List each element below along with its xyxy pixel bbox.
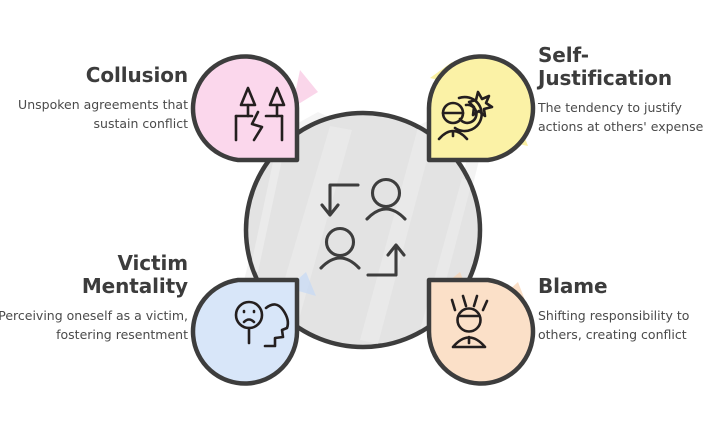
node-blame[interactable]	[426, 272, 536, 386]
node-victim-mentality[interactable]	[190, 272, 316, 386]
two-people-cycle-icon	[319, 177, 407, 277]
person-star-swirl-icon	[437, 90, 494, 141]
label-self-justification: Self- Justification The tendency to just…	[538, 43, 718, 136]
collusion-badge-shape	[190, 54, 300, 163]
angry-person-icon	[450, 294, 489, 349]
collusion-description: Unspoken agreements that sustain conflic…	[18, 97, 188, 131]
label-victim-mentality: Victim Mentality Perceiving oneself as a…	[0, 251, 188, 344]
sad-face-head-icon	[234, 300, 290, 348]
node-collusion[interactable]	[190, 54, 318, 163]
label-blame: Blame Shifting responsibility to others,…	[538, 274, 720, 344]
blame-title: Blame	[538, 274, 608, 298]
broken-trees-icon	[234, 86, 286, 142]
self-justification-title: Self- Justification	[538, 43, 673, 91]
node-self-justification[interactable]	[426, 54, 536, 163]
label-collusion: Collusion Unspoken agreements that susta…	[0, 63, 188, 133]
victim-mentality-title: Victim Mentality	[81, 251, 188, 299]
victim-mentality-description: Perceiving oneself as a victim, fosterin…	[0, 308, 188, 342]
self-justification-description: The tendency to justify actions at other…	[538, 100, 704, 134]
blame-description: Shifting responsibility to others, creat…	[538, 308, 690, 342]
collusion-title: Collusion	[85, 63, 188, 87]
blame-badge-shape	[426, 277, 536, 386]
